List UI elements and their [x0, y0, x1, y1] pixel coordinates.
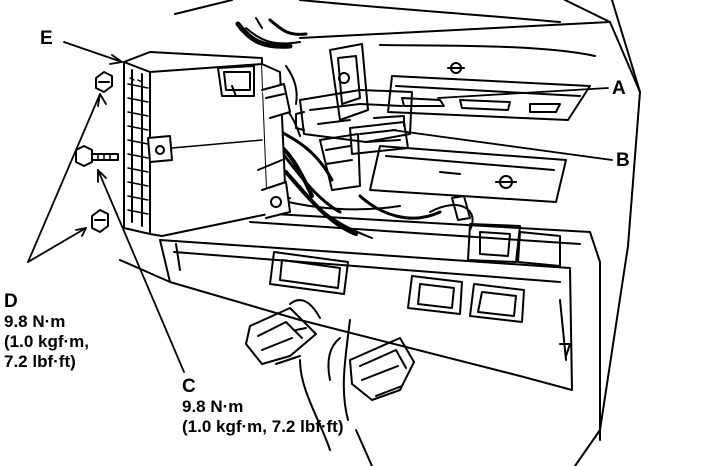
lower-support-rail — [369, 145, 567, 203]
callout-label-e: E — [40, 28, 53, 49]
hanging-connectors — [245, 299, 415, 466]
torque-value-c: 9.8 N·m — [182, 397, 244, 416]
torque-spec-c: C 9.8 N·m (1.0 kgf·m, 7.2 lbf·ft) — [182, 377, 344, 437]
callout-label-d: D — [4, 291, 18, 312]
glove-box-opening — [237, 195, 601, 441]
callout-label-a: A — [612, 78, 626, 99]
torque-lbf-d: 7.2 lbf·ft) — [4, 352, 76, 371]
bolt-d-lower — [91, 209, 109, 233]
dashboard-upper-panel — [174, 0, 641, 466]
callout-label-c: C — [182, 376, 196, 397]
connector-cluster — [295, 43, 413, 191]
torque-kgf-d: (1.0 kgf·m, — [4, 332, 90, 351]
bolt-d-upper — [95, 71, 113, 93]
bolt-c — [75, 145, 119, 167]
torque-units-c: (1.0 kgf·m, 7.2 lbf·ft) — [182, 417, 344, 436]
lower-dash-panel — [119, 239, 573, 391]
upper-harness-cable — [235, 17, 308, 49]
control-unit-e — [123, 51, 291, 237]
cross-member-bracket — [387, 62, 591, 121]
leader-lines — [27, 41, 613, 373]
torque-spec-d: D 9.8 N·m (1.0 kgf·m, 7.2 lbf·ft) — [4, 292, 89, 372]
callout-label-b: B — [616, 150, 630, 171]
torque-value-d: 9.8 N·m — [4, 312, 66, 331]
